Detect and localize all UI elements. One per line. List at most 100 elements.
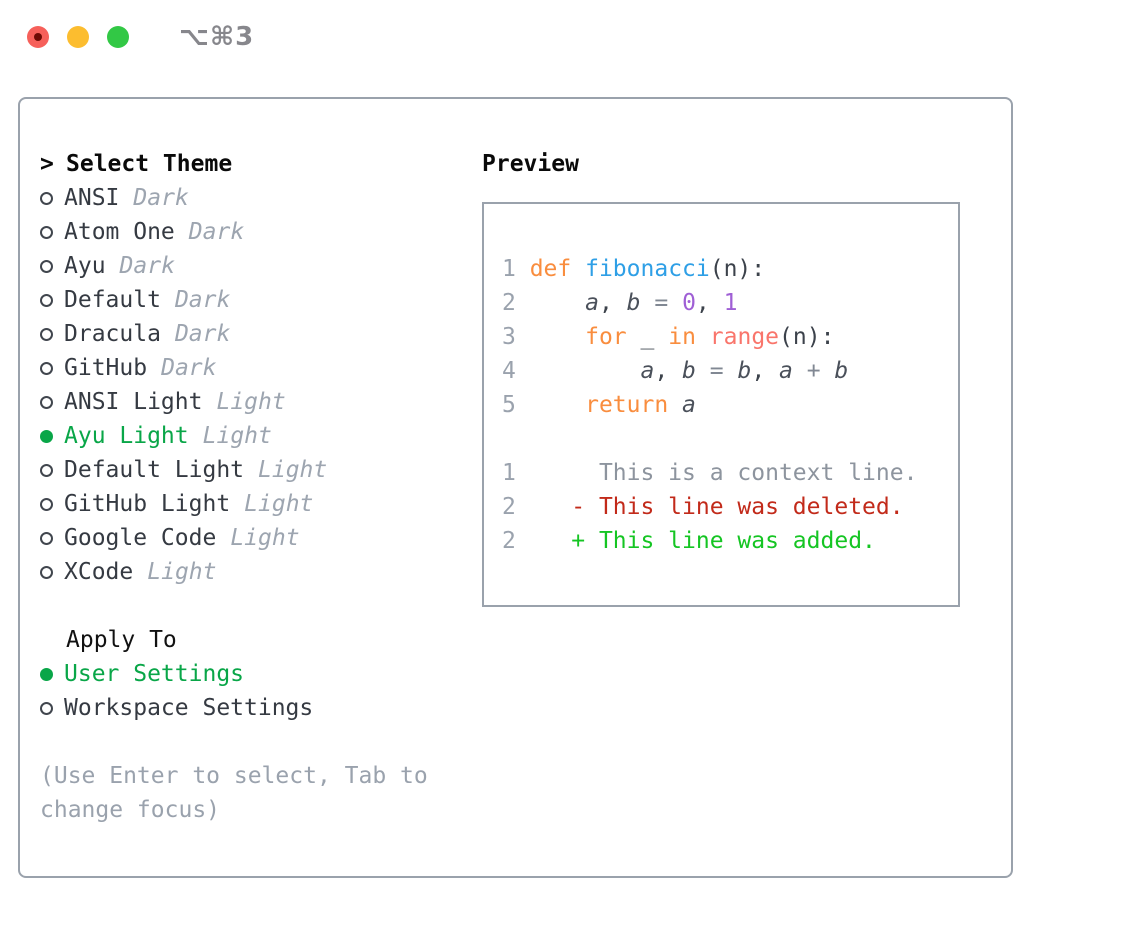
zoom-button[interactable] [107, 26, 129, 48]
code-token-pl [530, 392, 585, 418]
preview-line: 4 a, b = b, a + b [502, 354, 958, 388]
code-token-pl: , [695, 290, 724, 316]
code-token-pl [530, 358, 641, 384]
code-token-var: b [626, 290, 641, 316]
code-token-kw: for [585, 324, 627, 350]
apply-option-label: User Settings [64, 661, 245, 687]
radio-icon [40, 191, 53, 205]
apply-option[interactable]: User Settings [40, 657, 482, 691]
titlebar: ⌥⌘3 [0, 0, 1140, 97]
code-token-var: b [737, 358, 752, 384]
code-token-pl: (n): [709, 256, 766, 282]
theme-variant-label: Light [202, 423, 272, 449]
code-token-pl [516, 528, 571, 554]
code-token-kw: return [585, 392, 669, 418]
code-token-ctx: This is a context line. [515, 460, 918, 486]
theme-option[interactable]: Dracula Dark [40, 317, 482, 351]
code-token-kw: in [668, 324, 696, 350]
preview-line: 1 def fibonacci(n): [502, 252, 958, 286]
theme-variant-label: Dark [174, 287, 231, 313]
code-token-var: b [834, 358, 849, 384]
code-token-lnum: 2 [502, 290, 530, 316]
code-token-op: + [792, 358, 835, 384]
minimize-button[interactable] [67, 26, 89, 48]
theme-option-label: GitHub Light [64, 491, 231, 517]
apply-to-header: Apply To [66, 627, 177, 653]
radio-icon [40, 395, 53, 409]
preview-line: 1 This is a context line. [502, 456, 958, 490]
code-token-lnum: 2 [502, 494, 516, 520]
code-token-lnum: 2 [502, 528, 516, 554]
theme-option[interactable]: Default Light Light [40, 453, 482, 487]
theme-option-label: Dracula [64, 321, 161, 347]
theme-option[interactable]: ANSI Dark [40, 181, 482, 215]
code-token-var: a [640, 358, 655, 384]
code-token-kw: def [529, 256, 572, 282]
preview-header: Preview [482, 151, 579, 177]
theme-option-label: ANSI [64, 185, 120, 211]
code-token-del: - This line was deleted. [571, 494, 904, 520]
code-token-num: 1 [723, 290, 738, 316]
code-token-pl: , [751, 358, 780, 384]
code-token-pl [696, 324, 710, 350]
theme-option-label: XCode [64, 559, 134, 585]
code-token-lnum: 1 [502, 460, 516, 486]
code-token-pl: , [654, 358, 683, 384]
code-token-lnum: 1 [502, 256, 530, 282]
theme-variant-label: Dark [174, 321, 231, 347]
theme-variant-label: Dark [161, 355, 217, 381]
close-button[interactable] [27, 26, 49, 48]
radio-icon [40, 497, 53, 511]
code-token-var: a [682, 392, 696, 418]
select-theme-header-label: Select Theme [66, 151, 233, 177]
theme-variant-label: Dark [133, 185, 189, 211]
radio-icon [40, 293, 53, 307]
preview-line: 5 return a [502, 388, 958, 422]
theme-option-label: Default Light [64, 457, 245, 483]
theme-variant-label: Light [230, 525, 300, 551]
theme-option-label: ANSI Light [64, 389, 203, 415]
preview-line: 2 a, b = 0, 1 [502, 286, 958, 320]
focus-caret-icon: > [40, 151, 54, 177]
code-token-fn: fibonacci [585, 256, 710, 282]
code-token-lnum: 4 [502, 358, 530, 384]
theme-option[interactable]: Ayu Dark [40, 249, 482, 283]
radio-icon [40, 565, 53, 579]
theme-variant-label: Light [258, 457, 328, 483]
radio-icon [40, 361, 53, 375]
code-token-op: = [695, 358, 738, 384]
radio-icon [40, 701, 53, 715]
radio-icon [40, 463, 53, 477]
code-token-add: + This line was added. [571, 528, 876, 554]
code-token-var: _ [640, 324, 655, 350]
theme-option-label: Ayu Light [64, 423, 189, 449]
preview-line: 2 + This line was added. [502, 524, 958, 558]
preview-line: 2 - This line was deleted. [502, 490, 958, 524]
code-token-pl [530, 290, 585, 316]
code-token-pl: (n): [779, 324, 835, 350]
code-token-num: 0 [682, 290, 696, 316]
code-token-pl [516, 494, 571, 520]
preview-panel: Preview 1 def fibonacci(n):2 a, b = 0, 1… [482, 99, 1011, 876]
apply-option[interactable]: Workspace Settings [40, 691, 482, 725]
theme-variant-label: Dark [119, 253, 175, 279]
radio-selected-icon [40, 429, 53, 443]
code-token-op: = [640, 290, 683, 316]
theme-option[interactable]: Ayu Light Light [40, 419, 482, 453]
window-title: ⌥⌘3 [179, 22, 255, 52]
code-token-pl [627, 324, 641, 350]
theme-option-label: Ayu [64, 253, 106, 279]
radio-selected-icon [40, 667, 53, 681]
